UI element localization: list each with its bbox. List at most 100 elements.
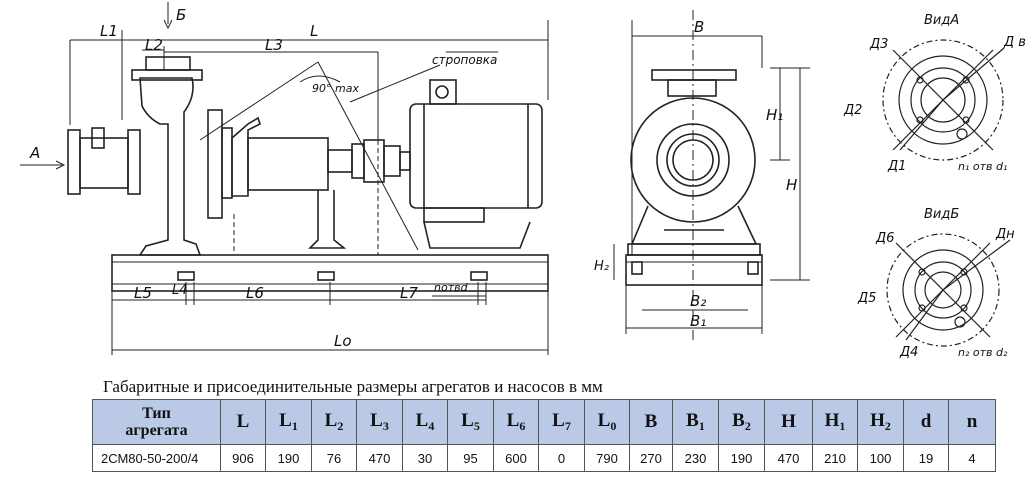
label-L4: L4 [172,283,188,298]
label-L3: L3 [265,36,283,54]
label-B2: B₂ [690,292,706,310]
column-header-main: L [324,410,338,431]
label-n1: n₁ отв d₁ [958,160,1007,173]
label-D6: Д6 [875,231,894,246]
label-view-B: ВидБ [924,207,959,222]
table-cell: 270 [629,444,673,472]
label-view-A: ВидА [924,13,959,28]
label-D2: Д2 [843,103,862,118]
label-H1: H₁ [766,106,783,124]
label-D3: Д3 [869,37,888,52]
label-D1: Д1 [887,159,906,174]
table-cell: 0 [538,444,585,472]
column-header: n [948,399,996,445]
label-sling: строповка [432,53,497,67]
column-header: B [629,399,673,445]
table-cell: 30 [402,444,448,472]
label-D4: Д4 [899,345,918,360]
label-A: А [29,144,40,162]
label-holes: nотвd [434,281,469,294]
type-header-line2: агрегата [125,422,188,439]
label-L: L [310,22,318,40]
column-header: L6 [493,399,539,445]
column-header-sub: 1 [698,419,705,433]
column-header-main: H [781,411,796,432]
label-front-B: B [694,18,704,36]
column-header: H [764,399,813,445]
column-header-main: L [415,410,429,431]
label-L0: Lо [334,332,352,350]
column-header-main: L [370,410,383,431]
label-H2: H₂ [594,259,609,274]
table-cell: 190 [265,444,312,472]
table-cell: 4 [948,444,996,472]
table-cell: 230 [672,444,719,472]
type-header-line1: Тип [142,405,171,422]
column-header-main: L [279,410,292,431]
label-L2: L2 [145,36,163,54]
column-header: L4 [402,399,448,445]
table-cell: 470 [356,444,403,472]
column-header: L3 [356,399,403,445]
column-header: d [903,399,949,445]
column-header-sub: 5 [473,419,480,433]
table-cell: 95 [447,444,494,472]
column-header: H2 [857,399,904,445]
column-header: H1 [812,399,858,445]
column-header-main: L [597,410,611,431]
column-header-main: L [461,410,474,431]
label-Db: Д в [1003,35,1026,50]
table-cell: 906 [220,444,266,472]
column-header-main: L [552,410,565,431]
column-header-sub: 2 [744,419,751,433]
table-cell: 210 [812,444,858,472]
column-header-main: n [966,411,978,432]
column-header-main: B [732,410,745,431]
table-cell: 19 [903,444,949,472]
column-header-main: L [506,410,520,431]
column-header-sub: 1 [291,419,298,433]
table-cell: 600 [493,444,539,472]
column-header: L0 [584,399,630,445]
column-header: L5 [447,399,494,445]
label-n2: n₂ отв d₂ [958,346,1008,359]
type-cell: 2СМ80-50-200/4 [92,444,221,472]
type-header: Тип агрегата [92,399,221,445]
table-cell: 470 [764,444,813,472]
column-header: B2 [718,399,765,445]
column-header-sub: 4 [428,419,435,433]
column-header-sub: 0 [610,419,617,433]
column-header-sub: 2 [337,419,344,433]
label-DH: Дн [995,227,1015,242]
column-header-main: H [824,410,840,431]
column-header-main: d [920,411,932,432]
column-header: L2 [311,399,357,445]
table-cell: 100 [857,444,904,472]
label-L5: L5 [134,284,152,302]
column-header-main: B [644,411,658,432]
column-header-sub: 3 [382,419,389,433]
label-L1: L1 [100,22,118,40]
column-header-sub: 2 [884,419,891,433]
column-header-main: H [870,410,885,431]
label-angle: 90° max [312,82,359,95]
table-caption: Габаритные и присоединительные размеры а… [103,377,603,396]
column-header: B1 [672,399,719,445]
label-D5: Д5 [857,291,876,306]
column-header-main: L [236,411,250,432]
column-header-main: B [686,410,699,431]
table-cell: 790 [584,444,630,472]
label-H: H [786,176,797,194]
technical-drawing: L1 Б L2 L L3 90° max строповка А L5 L4 L… [20,2,1026,360]
label-L7: L7 [400,284,418,302]
label-B-view: Б [176,6,186,24]
label-L6: L6 [246,284,264,302]
column-header: L7 [538,399,585,445]
column-header: L1 [265,399,312,445]
table-cell: 76 [311,444,357,472]
column-header-sub: 7 [564,419,571,433]
column-header: L [220,399,266,445]
